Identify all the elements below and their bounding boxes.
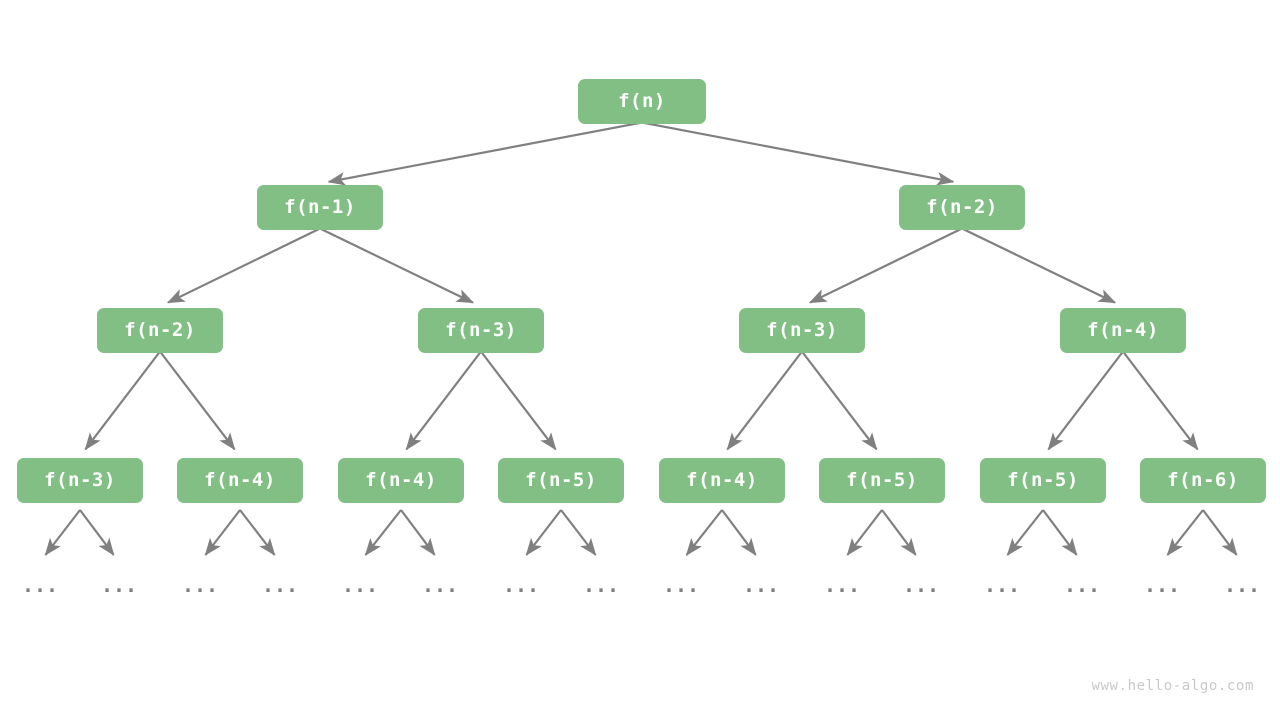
edge-n5-n11: [726, 350, 803, 451]
tree-node-fn-3: f(n-3): [739, 307, 865, 353]
ellipsis-edge-8: [685, 509, 723, 556]
ellipsis-mark: ...: [1143, 573, 1181, 597]
ellipsis-mark: ...: [662, 573, 700, 597]
edge-n1-n4: [319, 227, 475, 304]
tree-node-fn-2: f(n-2): [97, 307, 223, 353]
ellipsis-edge-15: [1202, 509, 1238, 556]
tree-node-fn-4: f(n-4): [659, 457, 785, 503]
ellipsis-mark: ...: [983, 573, 1021, 597]
edge-n4-n9: [405, 350, 482, 451]
ellipsis-mark: ...: [341, 573, 379, 597]
ellipsis-edge-9: [721, 509, 757, 556]
ellipsis-edge-12: [1006, 509, 1044, 556]
ellipsis-mark: ...: [21, 573, 59, 597]
edge-n1-n3: [166, 227, 321, 304]
ellipsis-mark: ...: [823, 573, 861, 597]
ellipsis-edge-14: [1166, 509, 1204, 556]
ellipsis-edge-5: [400, 509, 436, 556]
ellipsis-edge-6: [525, 509, 562, 556]
tree-node-fn: f(n): [578, 78, 706, 124]
tree-node-fn-2: f(n-2): [899, 184, 1025, 230]
tree-node-fn-4: f(n-4): [1060, 307, 1186, 353]
tree-node-fn-5: f(n-5): [819, 457, 945, 503]
watermark: www.hello-algo.com: [1091, 678, 1254, 694]
ellipsis-edge-13: [1042, 509, 1078, 556]
edge-n6-n13: [1047, 350, 1124, 451]
ellipsis-mark: ...: [1223, 573, 1261, 597]
ellipsis-mark: ...: [100, 573, 138, 597]
edge-n3-n8: [159, 350, 236, 451]
ellipsis-mark: ...: [502, 573, 540, 597]
tree-node-fn-5: f(n-5): [980, 457, 1106, 503]
edge-n5-n12: [801, 350, 878, 451]
tree-node-fn-5: f(n-5): [498, 457, 624, 503]
edge-n2-n5: [808, 227, 963, 304]
tree-node-fn-3: f(n-3): [17, 457, 143, 503]
ellipsis-edge-11: [881, 509, 917, 556]
tree-node-fn-3: f(n-3): [418, 307, 544, 353]
ellipsis-mark: ...: [261, 573, 299, 597]
edge-n6-n14: [1122, 350, 1199, 451]
ellipsis-edge-0: [44, 509, 81, 556]
ellipsis-edge-2: [204, 509, 241, 556]
edge-n0-n2: [641, 121, 955, 186]
ellipsis-edge-3: [239, 509, 276, 556]
edge-n3-n7: [84, 350, 161, 451]
ellipsis-mark: ...: [421, 573, 459, 597]
ellipsis-edge-4: [364, 509, 402, 556]
ellipsis-edge-1: [79, 509, 115, 556]
tree-node-fn-1: f(n-1): [257, 184, 383, 230]
ellipsis-mark: ...: [902, 573, 940, 597]
ellipsis-mark: ...: [742, 573, 780, 597]
ellipsis-edges: [44, 509, 1238, 556]
edge-n2-n6: [961, 227, 1117, 304]
ellipsis-mark: ...: [582, 573, 620, 597]
ellipsis-edge-10: [846, 509, 883, 556]
tree-node-fn-6: f(n-6): [1140, 457, 1266, 503]
ellipsis-edge-7: [560, 509, 597, 556]
tree-edges: [84, 121, 1199, 451]
edge-n0-n1: [327, 121, 643, 186]
ellipsis-mark: ...: [181, 573, 219, 597]
ellipsis-mark: ...: [1063, 573, 1101, 597]
edge-n4-n10: [480, 350, 557, 451]
tree-node-fn-4: f(n-4): [177, 457, 303, 503]
tree-node-fn-4: f(n-4): [338, 457, 464, 503]
